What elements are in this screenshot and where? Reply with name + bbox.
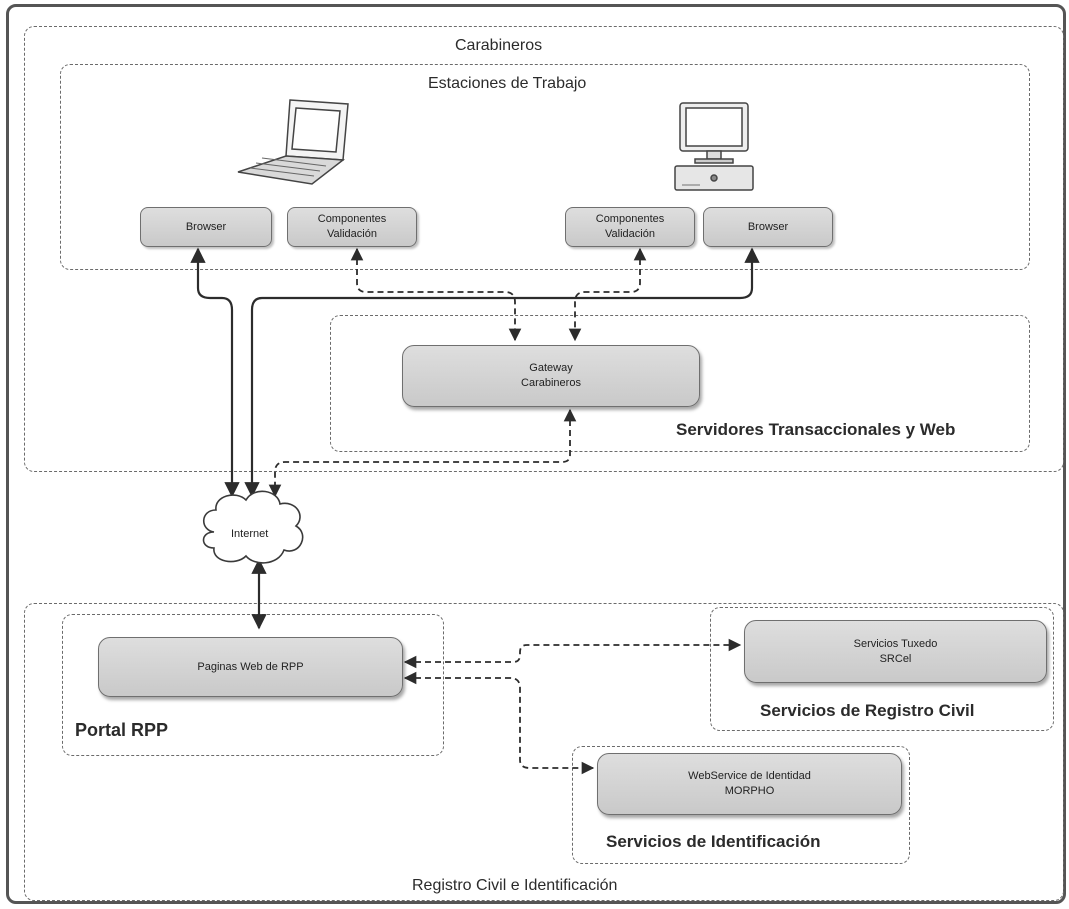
webservice-identidad-node: WebService de Identidad MORPHO [597,753,902,815]
internet-label: Internet [231,528,269,540]
portal-tuxedo-link [403,638,742,669]
laptop-icon [237,99,349,185]
componentes-validacion-node-left: Componentes Validación [287,207,417,247]
componentes-right-gateway-link [568,247,647,342]
zone-identificacion [572,746,910,864]
zone-title-carabineros: Carabineros [455,37,543,54]
zone-title-portal: Portal RPP [75,720,169,740]
cloud-icon [202,490,304,564]
portal-webservice-link [403,671,595,775]
servicios-tuxedo-node: Servicios Tuxedo SRCel [744,620,1047,683]
zone-title-identificacion: Servicios de Identificación [606,832,821,851]
zone-title-registro-civil: Servicios de Registro Civil [760,701,975,720]
zone-registro-civil [710,607,1054,731]
componentes-validacion-node-right: Componentes Validación [565,207,695,247]
diagram-frame [6,4,1066,904]
gateway-internet-link [268,408,577,498]
zone-title-estaciones: Estaciones de Trabajo [428,75,587,92]
zone-title-registro-identificacion: Registro Civil e Identificación [412,877,618,894]
paginas-web-rpp-node: Paginas Web de RPP [98,637,403,697]
browser-node-right: Browser [703,207,833,247]
browser-left-internet-link [190,247,240,498]
zone-registro-identificacion [24,603,1064,901]
componentes-left-gateway-link [350,247,522,342]
browser-node-left: Browser [140,207,272,247]
desktop-computer-icon [674,102,754,191]
browser-right-internet-link [244,247,760,498]
